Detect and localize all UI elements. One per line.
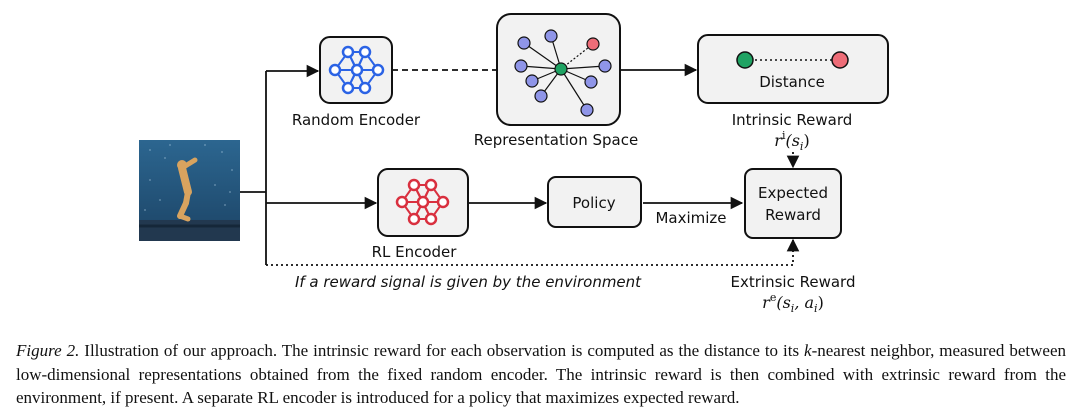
representation-space-label: Representation Space bbox=[474, 131, 638, 149]
representation-space: Representation Space bbox=[474, 13, 638, 149]
green-node bbox=[736, 51, 754, 69]
expected-reward-line1: Expected bbox=[758, 184, 828, 202]
figure-caption: Figure 2. Illustration of our approach. … bbox=[16, 339, 1066, 410]
rl-encoder-label: RL Encoder bbox=[372, 243, 458, 261]
expected-reward-box bbox=[744, 168, 842, 239]
distance-module: Distance Intrinsic Reward ri(si) bbox=[697, 34, 889, 153]
policy-box bbox=[547, 176, 642, 228]
intrinsic-reward-label: Intrinsic Reward bbox=[732, 111, 853, 129]
intrinsic-reward-formula: ri(si) bbox=[774, 129, 809, 153]
neighbor-node bbox=[586, 37, 600, 51]
random-encoder: Random Encoder bbox=[292, 36, 421, 129]
caption-text-part1: Illustration of our approach. The intrin… bbox=[79, 341, 805, 360]
observation-image bbox=[139, 140, 240, 241]
distance-box bbox=[697, 34, 889, 104]
caption-text-part2: -nearest neighbor, measured between low-… bbox=[16, 341, 1067, 407]
expected-reward: Expected Reward bbox=[744, 168, 842, 239]
expected-reward-line2: Reward bbox=[765, 206, 821, 224]
policy: Policy bbox=[547, 176, 642, 228]
extrinsic-reward-formula: re(si, ai) bbox=[762, 291, 824, 315]
extrinsic-reward-label: Extrinsic Reward bbox=[731, 273, 856, 291]
red-node bbox=[831, 51, 849, 69]
network-icon bbox=[328, 45, 385, 95]
maximize-label: Maximize bbox=[655, 209, 726, 227]
query-node bbox=[554, 62, 568, 76]
distance-label: Distance bbox=[759, 73, 825, 91]
approach-diagram: Random Encoder Representation Space Dist… bbox=[139, 13, 889, 315]
random-encoder-label: Random Encoder bbox=[292, 111, 421, 129]
rl-encoder: RL Encoder bbox=[372, 168, 469, 261]
policy-label: Policy bbox=[572, 194, 615, 212]
network-icon bbox=[395, 178, 450, 226]
caption-k: k bbox=[804, 341, 812, 360]
connectors bbox=[240, 63, 800, 266]
caption-label: Figure 2. bbox=[16, 341, 80, 360]
environment-reward-note: If a reward signal is given by the envir… bbox=[295, 273, 642, 291]
